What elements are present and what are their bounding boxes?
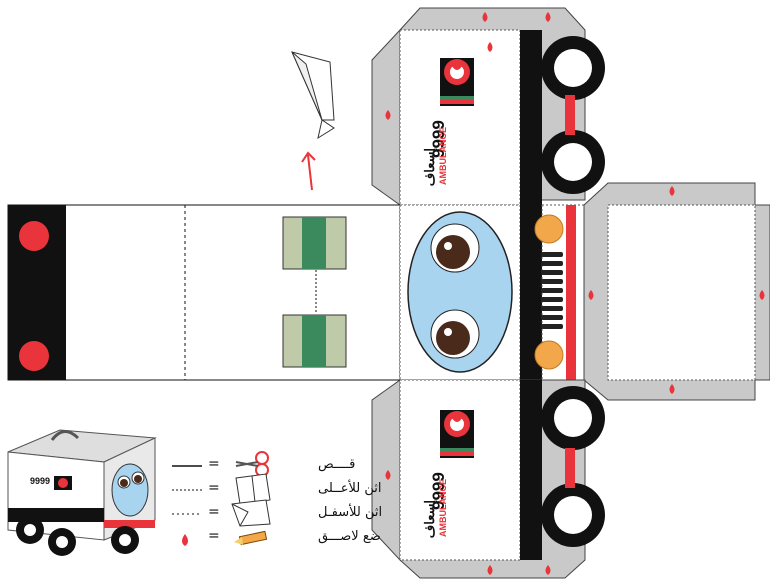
glue-drop-icon: [487, 565, 493, 575]
glue-drop-icon: [545, 565, 551, 575]
glue-drop-icon: [669, 186, 675, 196]
brand-english-top: AMBULANCE: [438, 127, 448, 185]
bottom-red-axle: [565, 448, 575, 488]
bottom-wheel-1: [541, 386, 605, 450]
front-face-panel: [399, 204, 521, 381]
legend-label-fold-down: اثن للأسفـل: [318, 505, 383, 520]
brand-english-bottom: AMBULANCE: [438, 479, 448, 537]
legend-glue: = ضع لاصـــق: [170, 528, 381, 550]
glue-drop-icon: [385, 470, 391, 480]
ambulance-logo-bottom: [440, 410, 474, 458]
legend-label-cut: قــــص: [318, 457, 356, 472]
glue-drop-icon: [588, 290, 594, 300]
up-arrow-icon: [301, 151, 316, 191]
fold-demo-icon: [291, 51, 335, 140]
right-side-flap: [583, 182, 770, 401]
equals-sign: =: [208, 504, 220, 520]
glue-drop-icon: [182, 534, 188, 546]
preview-brand-number: 9999: [30, 476, 51, 486]
top-body-panel: [399, 29, 521, 206]
middle-black-stripe: [520, 205, 542, 380]
legend-fold-down: = اثن للأسفـل: [170, 504, 382, 526]
ambulance-logo-top: [440, 58, 474, 106]
top-red-axle: [565, 95, 575, 135]
glue-drop-icon: [669, 384, 675, 394]
assembled-preview: [7, 429, 157, 556]
glue-drop-icon: [385, 110, 391, 120]
legend-label-glue: ضع لاصـــق: [318, 529, 381, 544]
brand-arabic-top: إسعاف: [422, 148, 437, 187]
equals-sign: =: [208, 456, 220, 472]
handle-slot-top: [282, 216, 347, 270]
legend-label-fold-up: اثن للأعــلى: [318, 481, 382, 496]
fold-up-icon: [235, 473, 271, 505]
handle-slot-bottom: [282, 314, 347, 368]
bottom-black-stripe: [520, 380, 542, 560]
glue-drop-icon: [487, 42, 493, 52]
equals-sign: =: [208, 480, 220, 496]
glue-drop-icon: [545, 12, 551, 22]
brand-arabic-bottom: إسعاف: [422, 500, 437, 539]
glue-drop-icon: [482, 12, 488, 22]
grill-panel: [534, 204, 585, 381]
glue-stick-icon: [234, 530, 268, 546]
legend-fold-up: = اثن للأعــلى: [170, 480, 382, 502]
top-black-stripe: [520, 30, 542, 205]
equals-sign: =: [208, 528, 220, 544]
top-wheel-2: [541, 130, 605, 194]
bottom-body-panel: [399, 379, 521, 561]
glue-drop-icon: [759, 290, 765, 300]
bottom-wheel-2: [541, 483, 605, 547]
top-wheel-1: [541, 36, 605, 100]
legend-cut: = قــــص: [170, 456, 370, 478]
fold-down-icon: [231, 499, 271, 527]
